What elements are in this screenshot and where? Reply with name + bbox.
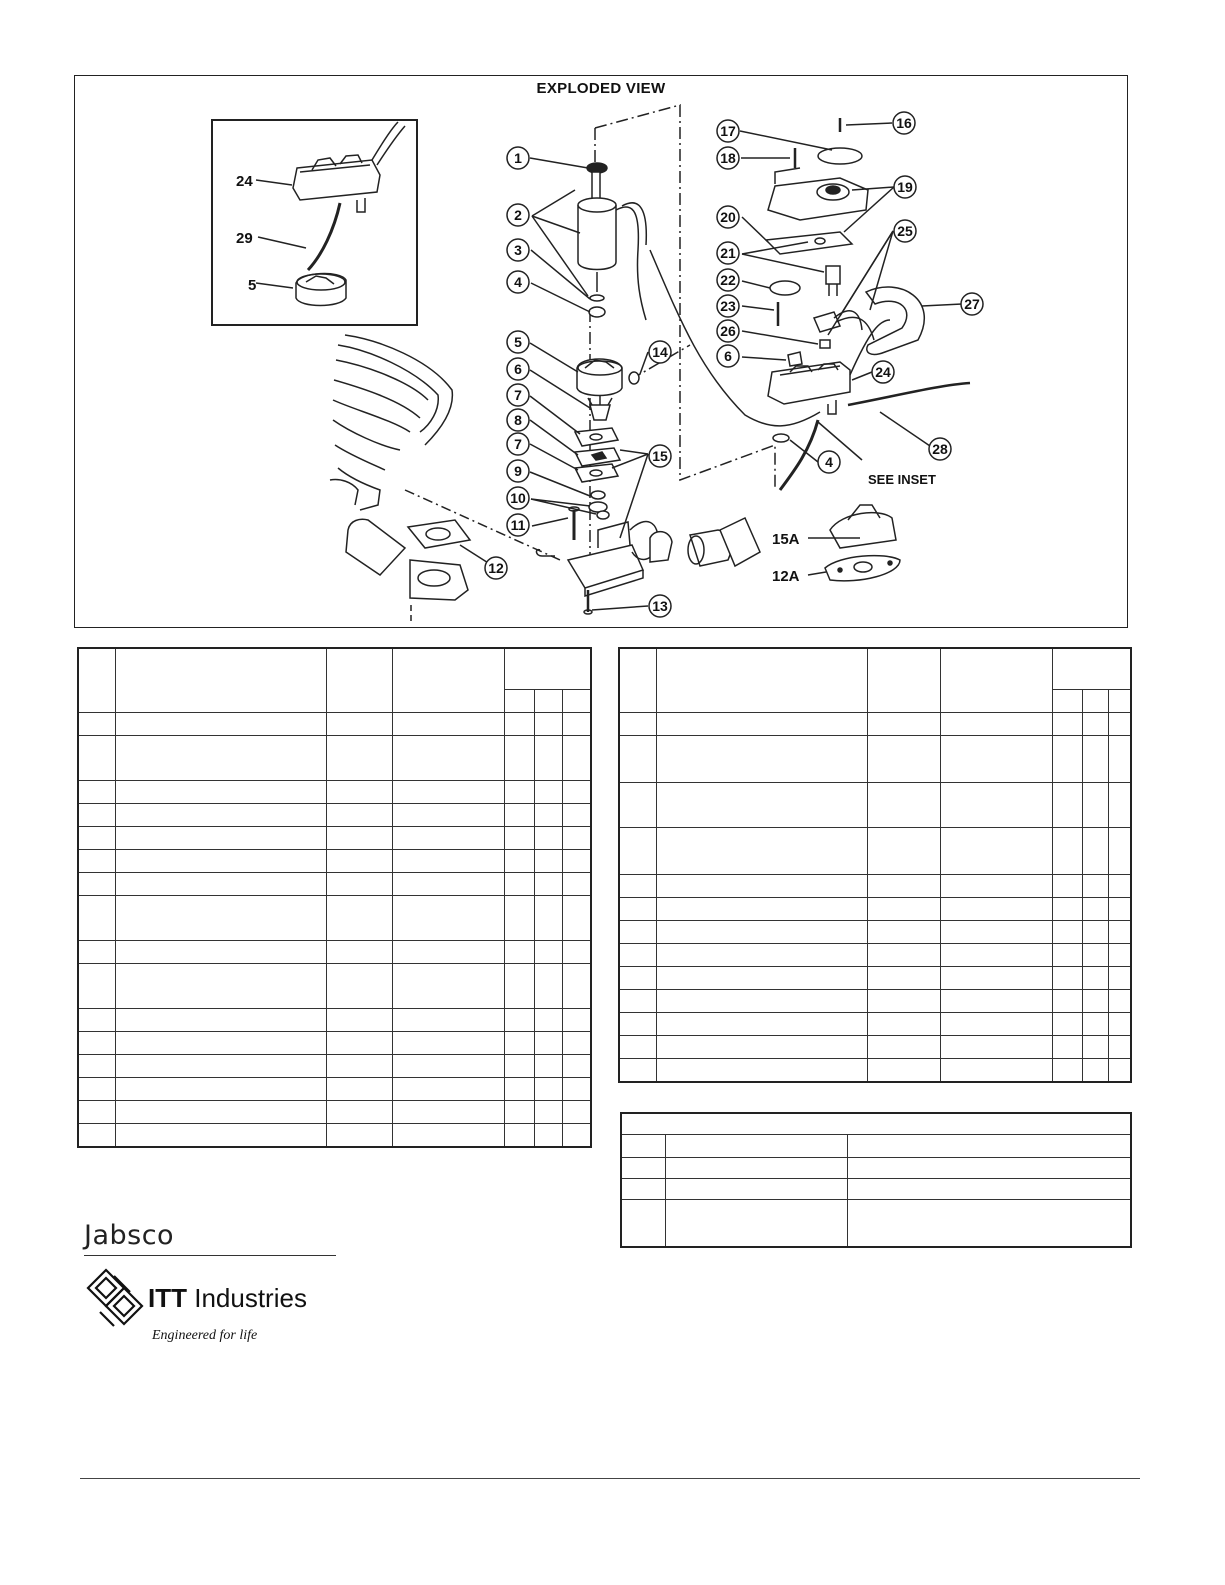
table-row (77, 735, 592, 781)
inset-callout-5: 5 (248, 277, 256, 294)
kits-table (620, 1112, 1132, 1248)
table-header-row (77, 647, 592, 713)
callout-23: 23 (720, 298, 736, 314)
diagram-title: EXPLODED VIEW (536, 80, 666, 97)
callout-22: 22 (720, 272, 736, 288)
callout-5: 5 (514, 334, 522, 350)
brand-block: Jabsco ITT Industries Engineered for lif… (84, 1220, 336, 1344)
table-row (77, 1123, 592, 1148)
callout-27: 27 (964, 296, 980, 312)
inset-callout-29: 29 (236, 230, 253, 247)
table-row (77, 826, 592, 850)
inset-box (211, 119, 418, 326)
table-row (77, 1031, 592, 1055)
table-row (620, 1134, 1132, 1158)
callout-16: 16 (896, 115, 912, 131)
table-header-row (618, 647, 1132, 713)
callout-24: 24 (875, 364, 891, 380)
table-row (77, 1100, 592, 1124)
callout-3: 3 (514, 242, 522, 258)
table-row (618, 920, 1132, 944)
table-subheader-row (619, 689, 1132, 713)
callout-28: 28 (932, 441, 948, 457)
callout-6b: 6 (724, 348, 732, 364)
table-row (618, 989, 1132, 1013)
callout-6: 6 (514, 361, 522, 377)
table-row (77, 849, 592, 873)
callout-15: 15 (652, 448, 668, 464)
table-row (618, 943, 1132, 967)
table-row (620, 1178, 1132, 1200)
table-row (618, 782, 1132, 828)
callout-4b: 4 (825, 454, 833, 470)
table-row (77, 1077, 592, 1101)
table-row (618, 1058, 1132, 1083)
tagline: Engineered for life (152, 1328, 258, 1343)
callout-8: 8 (514, 412, 522, 428)
callout-11: 11 (511, 517, 526, 533)
parts-table-right (618, 647, 1132, 1083)
callout-12a: 12A (772, 568, 800, 585)
see-inset-label: SEE INSET (868, 472, 936, 487)
table-row (77, 872, 592, 896)
table-row (77, 1054, 592, 1078)
table-row (618, 827, 1132, 875)
table-row (77, 963, 592, 1009)
itt-industries-logo: ITT Industries (148, 1283, 307, 1313)
table-row (618, 735, 1132, 783)
callout-21: 21 (720, 245, 736, 261)
exploded-view-panel: EXPLODED VIEW (74, 75, 1128, 628)
callout-17: 17 (720, 123, 736, 139)
callout-7: 7 (514, 387, 522, 403)
table-row (77, 1008, 592, 1032)
callout-25: 25 (897, 223, 913, 239)
table-row (77, 780, 592, 804)
callout-12: 12 (488, 560, 504, 576)
callout-20: 20 (720, 209, 736, 225)
table-row (618, 966, 1132, 990)
callout-15a: 15A (772, 531, 800, 548)
callout-7b: 7 (514, 436, 522, 452)
callout-10: 10 (510, 490, 526, 506)
table-row (618, 712, 1132, 736)
itt-diamond-icon (86, 1268, 144, 1327)
table-row (77, 712, 592, 736)
jabsco-logo: Jabsco (84, 1220, 175, 1251)
footer-divider (80, 1478, 1140, 1479)
callout-1: 1 (514, 150, 522, 166)
callout-4: 4 (514, 274, 522, 290)
table-row (618, 874, 1132, 898)
callout-13: 13 (652, 598, 668, 614)
callout-18: 18 (720, 150, 736, 166)
table-row (620, 1157, 1132, 1179)
table-row (77, 895, 592, 941)
logo-divider (84, 1255, 336, 1256)
kits-header-row (620, 1112, 1132, 1135)
inset-callout-24: 24 (236, 173, 253, 190)
table-row (618, 1035, 1132, 1059)
callout-19: 19 (897, 179, 913, 195)
exploded-view-diagram: 1 2 3 4 5 6 7 8 7 9 10 11 12 13 14 15 16… (211, 104, 984, 625)
table-row (77, 940, 592, 964)
callout-2: 2 (514, 207, 522, 223)
table-row (620, 1199, 1132, 1248)
table-row (77, 803, 592, 827)
callout-26: 26 (720, 323, 736, 339)
table-row (618, 897, 1132, 921)
callout-9: 9 (514, 463, 522, 479)
parts-table-left (77, 647, 592, 1148)
table-row (618, 1012, 1132, 1036)
callout-14: 14 (652, 344, 668, 360)
